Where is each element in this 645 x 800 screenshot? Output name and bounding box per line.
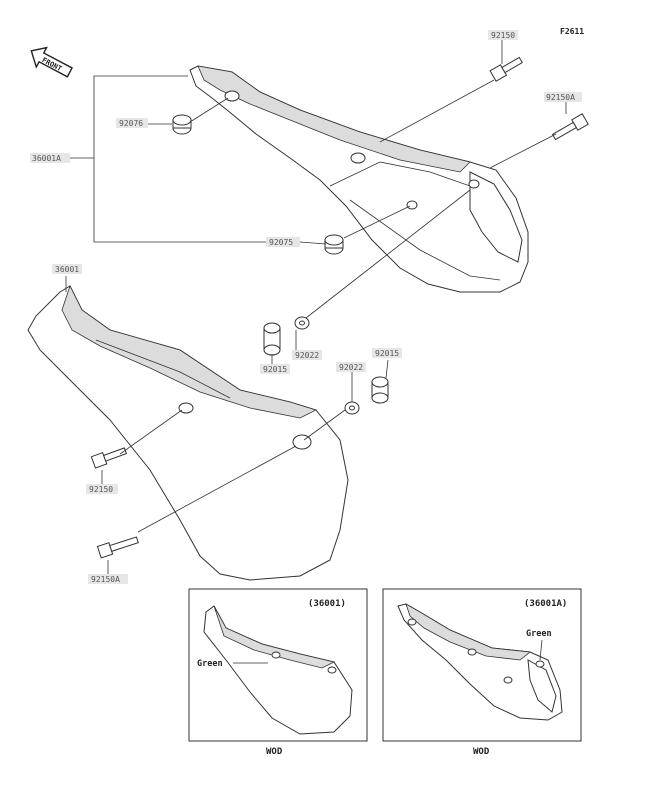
washer-icon xyxy=(344,401,360,415)
callout-92015-lower: 92015 xyxy=(372,348,402,358)
svg-text:92076: 92076 xyxy=(119,119,143,128)
bolt-icon xyxy=(90,447,128,469)
collar-icon xyxy=(263,322,281,356)
grommet-icon xyxy=(172,114,192,135)
inset-left-color-note: Green xyxy=(197,659,223,669)
svg-text:36001A: 36001A xyxy=(32,154,61,163)
bolt-icon xyxy=(489,56,523,82)
side-cover-left xyxy=(27,284,349,581)
svg-text:92150: 92150 xyxy=(89,485,113,494)
svg-text:92022: 92022 xyxy=(339,363,363,372)
bolt-icon xyxy=(96,536,139,559)
callout-92150-top: 92150 xyxy=(488,30,518,40)
leader-lines xyxy=(65,40,567,574)
inset-left: (36001) Green WOD xyxy=(188,588,368,757)
svg-text:92015: 92015 xyxy=(263,365,287,374)
svg-text:92015: 92015 xyxy=(375,349,399,358)
grommet-icon xyxy=(324,234,344,255)
callout-92150a-lower: 92150A xyxy=(88,574,128,584)
washer-icon xyxy=(294,316,310,330)
inset-right: (36001A) Green WOD xyxy=(382,588,582,757)
figure-id: F2611 xyxy=(560,27,584,36)
callout-36001a: 36001A xyxy=(30,153,70,163)
bolt-icon xyxy=(551,113,589,141)
callout-92150-lower: 92150 xyxy=(86,484,118,494)
inset-left-part-ref: (36001) xyxy=(308,599,346,609)
side-cover-right xyxy=(189,65,529,293)
collar-icon xyxy=(371,376,389,404)
svg-text:36001: 36001 xyxy=(55,265,79,274)
svg-text:92022: 92022 xyxy=(295,351,319,360)
front-arrow-icon: FRONT xyxy=(30,46,73,78)
inset-right-part-ref: (36001A) xyxy=(524,599,567,609)
svg-text:92150: 92150 xyxy=(491,31,515,40)
inset-left-caption: WOD xyxy=(266,747,283,757)
callout-92075: 92075 xyxy=(266,237,300,247)
inset-right-color-note: Green xyxy=(526,629,552,639)
callout-92150a-top: 92150A xyxy=(544,92,582,102)
inset-right-caption: WOD xyxy=(473,747,490,757)
callout-92015-upper: 92015 xyxy=(260,364,290,374)
callout-92022-upper: 92022 xyxy=(292,350,322,360)
callout-36001: 36001 xyxy=(52,264,82,274)
svg-text:92075: 92075 xyxy=(269,238,293,247)
callout-92076: 92076 xyxy=(116,118,148,128)
svg-text:92150A: 92150A xyxy=(91,575,120,584)
svg-text:92150A: 92150A xyxy=(546,93,575,102)
callout-92022-lower: 92022 xyxy=(336,362,366,372)
